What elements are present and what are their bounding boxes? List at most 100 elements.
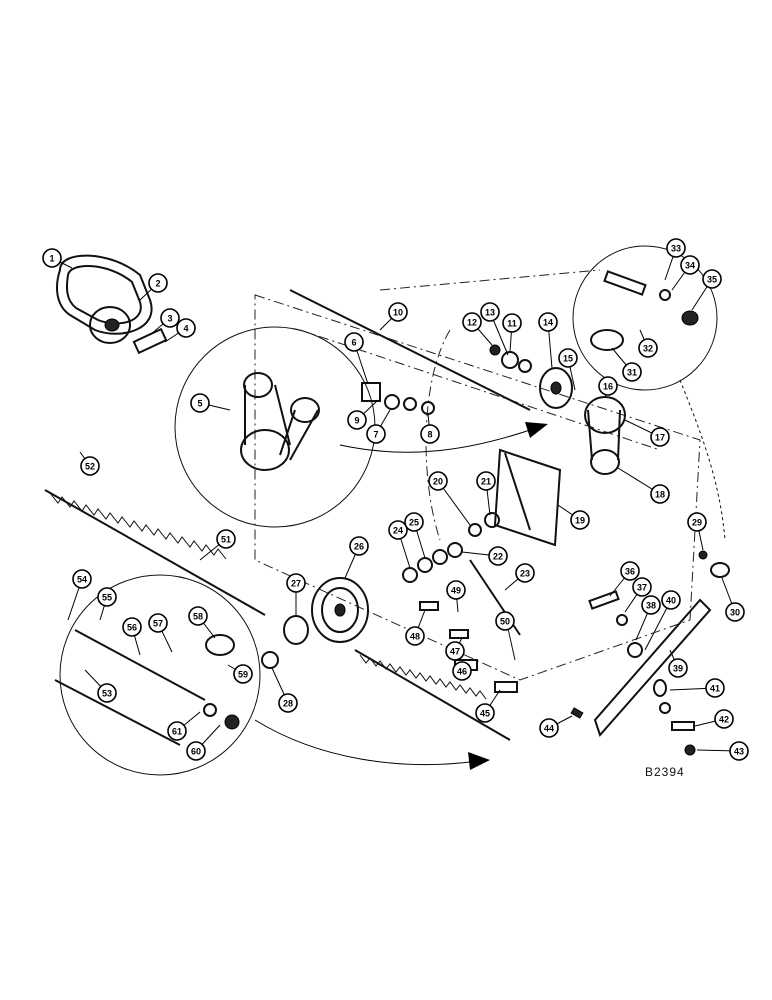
callout-35: 35 (691, 269, 722, 311)
callout-46: 46 (452, 661, 472, 681)
callout-40: 40 (644, 590, 681, 651)
drive-belt (56, 254, 153, 335)
callout-circle-21 (476, 471, 496, 491)
callout-12: 12 (462, 312, 493, 346)
callout-number-49: 49 (451, 586, 461, 596)
callout-number-8: 8 (427, 430, 432, 440)
callout-10: 10 (379, 302, 408, 331)
callout-4: 4 (164, 318, 196, 343)
callout-55: 55 (97, 587, 117, 621)
callout-45: 45 (475, 689, 501, 723)
callout-circle-4 (176, 318, 196, 338)
callout-circle-52 (80, 456, 100, 476)
callout-circle-3 (160, 308, 180, 328)
callout-number-37: 37 (637, 583, 647, 593)
callout-circle-26 (349, 536, 369, 556)
callout-circle-39 (668, 658, 688, 678)
callout-number-16: 16 (603, 382, 613, 392)
callout-number-6: 6 (351, 338, 356, 348)
adjuster-parts-29-43 (570, 550, 730, 756)
callout-number-41: 41 (710, 684, 720, 694)
detail-circle-knife-head (54, 574, 261, 776)
callout-circle-45 (475, 703, 495, 723)
callout-42: 42 (694, 709, 734, 729)
callout-circle-11 (502, 313, 522, 333)
figure-id-label: B2394 (645, 765, 685, 779)
detail-circle-belt (174, 326, 376, 528)
callout-58: 58 (188, 606, 216, 639)
callout-number-28: 28 (283, 699, 293, 709)
callout-number-22: 22 (493, 552, 503, 562)
header-frame-outline (254, 269, 701, 681)
callout-number-35: 35 (707, 275, 717, 285)
callout-number-10: 10 (393, 308, 403, 318)
callout-15: 15 (558, 348, 578, 391)
pulley-group-11-17 (489, 344, 626, 475)
callout-number-20: 20 (433, 477, 443, 487)
callout-circle-34 (680, 255, 700, 275)
callout-number-47: 47 (450, 647, 460, 657)
callout-circle-46 (452, 661, 472, 681)
large-pulley-26 (311, 577, 369, 643)
callout-circle-29 (687, 512, 707, 532)
callout-circle-13 (480, 302, 500, 322)
callout-number-54: 54 (77, 575, 87, 585)
callout-number-14: 14 (543, 318, 553, 328)
callout-26: 26 (344, 536, 369, 579)
callout-32: 32 (638, 329, 658, 358)
callout-number-39: 39 (673, 664, 683, 674)
callout-circle-40 (661, 590, 681, 610)
callout-number-33: 33 (671, 244, 681, 254)
callout-circle-28 (278, 693, 298, 713)
callout-5: 5 (190, 393, 231, 413)
callout-37: 37 (624, 577, 652, 613)
callout-number-46: 46 (457, 667, 467, 677)
callout-number-42: 42 (719, 715, 729, 725)
callout-8: 8 (420, 413, 440, 444)
callout-number-21: 21 (481, 477, 491, 487)
callout-circle-47 (445, 641, 465, 661)
callout-1: 1 (42, 248, 73, 269)
callout-number-38: 38 (646, 601, 656, 611)
callout-circle-44 (539, 718, 559, 738)
callout-number-44: 44 (544, 724, 554, 734)
callout-number-11: 11 (507, 319, 517, 329)
callout-circle-30 (725, 602, 745, 622)
callout-circle-50 (495, 611, 515, 631)
callout-number-9: 9 (354, 416, 359, 426)
callout-number-57: 57 (153, 619, 163, 629)
callout-59: 59 (227, 664, 253, 684)
plate-19 (493, 448, 562, 547)
callout-circle-31 (622, 362, 642, 382)
callout-circle-5 (190, 393, 210, 413)
callout-48: 48 (405, 609, 426, 646)
callout-circle-36 (620, 561, 640, 581)
callout-49: 49 (446, 580, 466, 613)
callout-52: 52 (79, 451, 100, 476)
callout-56: 56 (122, 617, 142, 656)
callout-24: 24 (388, 520, 411, 569)
callout-16: 16 (598, 376, 618, 399)
callout-circle-58 (188, 606, 208, 626)
callout-number-15: 15 (563, 354, 573, 364)
callout-9: 9 (347, 399, 379, 430)
callout-circle-51 (216, 529, 236, 549)
callout-29: 29 (687, 512, 707, 551)
callout-number-12: 12 (467, 318, 477, 328)
callout-20: 20 (428, 471, 471, 526)
callout-30: 30 (721, 577, 745, 622)
callout-number-4: 4 (183, 324, 188, 334)
shaft-3-4 (132, 327, 168, 355)
callout-47: 47 (445, 637, 465, 661)
callout-number-34: 34 (685, 261, 695, 271)
callout-number-31: 31 (627, 368, 637, 378)
callout-circle-12 (462, 312, 482, 332)
callout-circle-53 (97, 683, 117, 703)
callout-number-27: 27 (291, 579, 301, 589)
callout-circle-57 (148, 613, 168, 633)
callout-60: 60 (186, 724, 221, 761)
callout-28: 28 (271, 667, 298, 713)
callout-number-17: 17 (655, 433, 665, 443)
callout-circle-10 (388, 302, 408, 322)
callout-circle-48 (405, 626, 425, 646)
